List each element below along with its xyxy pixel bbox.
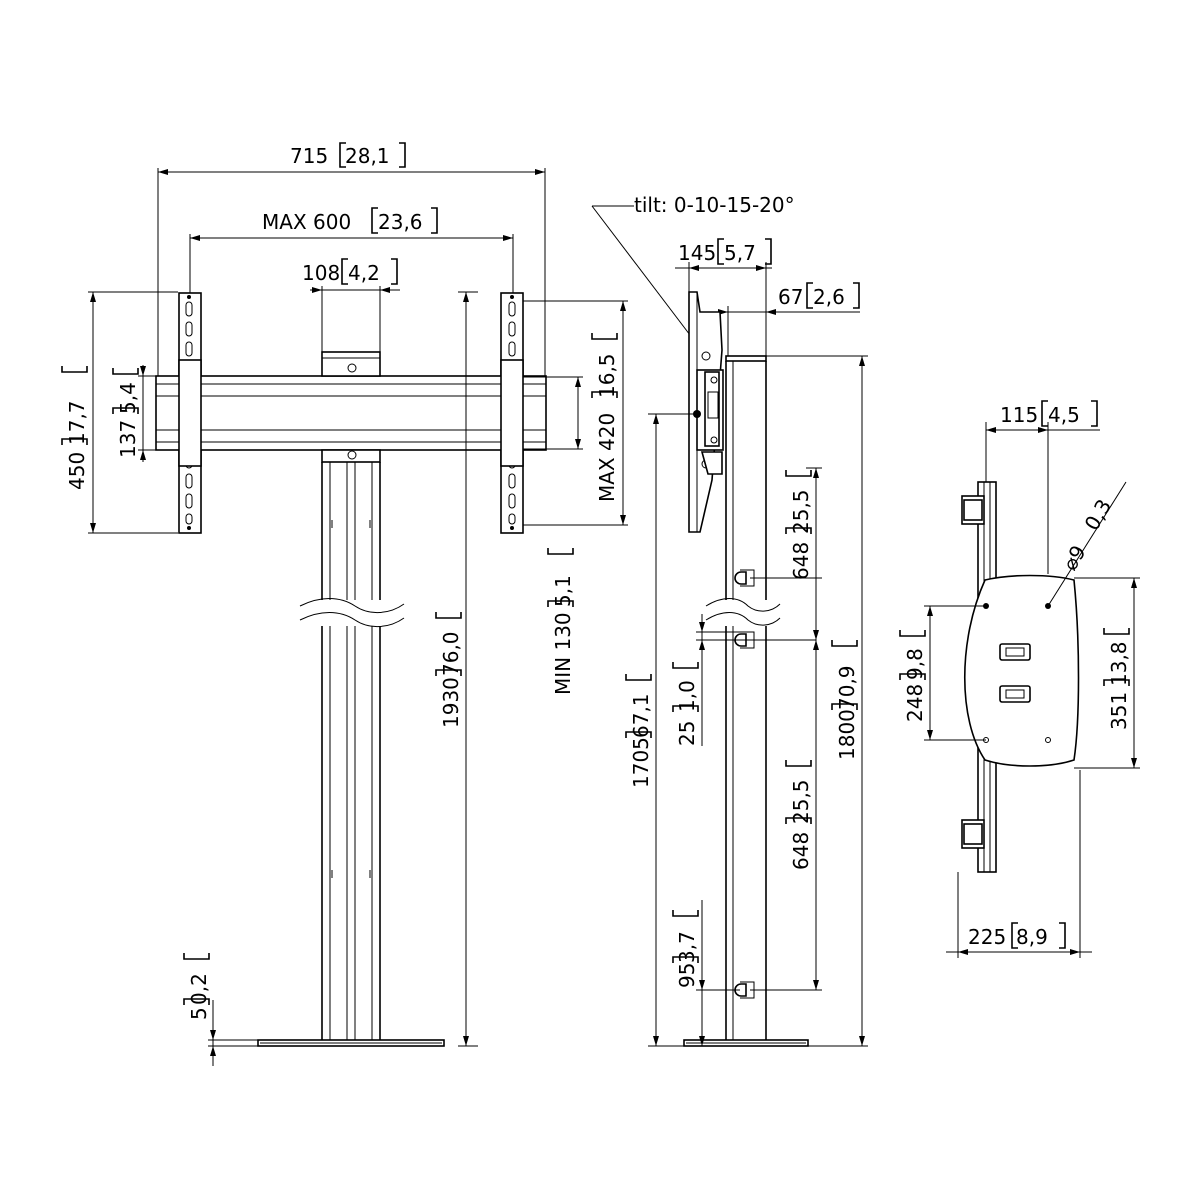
tilt-text: tilt: 0-10-15-20° bbox=[634, 193, 795, 217]
dim-plate-hole-height-inch: 9,8 bbox=[903, 648, 927, 680]
dim-gap: 25 1,0 bbox=[672, 614, 816, 746]
top-clamp bbox=[321, 351, 381, 463]
dim-gap-value: 25 bbox=[675, 721, 699, 746]
dim-max-height-inch: 16,5 bbox=[595, 353, 619, 398]
dim-total-height: 1930 76,0 bbox=[435, 291, 478, 1047]
dim-center-height: 1705 67,1 bbox=[625, 413, 697, 1047]
dim-lower-hole-spacing-value: 648 bbox=[789, 832, 813, 870]
dim-height-inch: 17,7 bbox=[65, 400, 89, 445]
dim-depth-value: 145 bbox=[678, 241, 716, 265]
mount-plate bbox=[963, 574, 1080, 767]
dim-lower-hole-spacing-inch: 25,5 bbox=[789, 779, 813, 824]
tilted-mount-panel bbox=[688, 291, 724, 533]
dim-base-thickness-value: 5 bbox=[187, 1007, 211, 1020]
dim-center-width-value: 108 bbox=[302, 261, 340, 285]
dim-center-height-inch: 67,1 bbox=[629, 693, 653, 738]
dim-rail-height-value: 137 bbox=[116, 420, 140, 458]
dim-hole-spacing-inch: 4,5 bbox=[1048, 403, 1080, 427]
dim-plate-height: 351 13,8 bbox=[1074, 577, 1140, 769]
dim-min-height: MIN 130 5,1 bbox=[523, 376, 583, 695]
side-view: tilt: 0-10-15-20° 145 5,7 67 2,6 bbox=[591, 193, 868, 1047]
front-view: 715 28,1 MAX 600 23,6 108 4,2 bbox=[61, 142, 628, 1066]
dim-offset-value: 67 bbox=[778, 285, 803, 309]
side-column bbox=[705, 355, 781, 1040]
dim-plate-width-value: 225 bbox=[968, 925, 1006, 949]
dim-overall-width: 715 28,1 bbox=[157, 142, 546, 382]
dim-hole-spacing-value: 115 bbox=[1000, 403, 1038, 427]
dim-rail-height-inch: 5,4 bbox=[116, 382, 140, 414]
dim-bottom-hole-value: 95 bbox=[675, 963, 699, 988]
dim-total-height-value: 1930 bbox=[439, 677, 463, 728]
dim-center-width: 108 4,2 bbox=[302, 258, 400, 352]
dim-plate-height-value: 351 bbox=[1107, 692, 1131, 730]
tilt-label: tilt: 0-10-15-20° bbox=[591, 193, 795, 336]
dim-column-height: 1800 70,9 bbox=[766, 355, 868, 1047]
dim-depth-inch: 5,7 bbox=[724, 241, 756, 265]
dim-offset-inch: 2,6 bbox=[813, 285, 845, 309]
front-column bbox=[299, 462, 405, 1040]
dim-hole-spacing: 115 4,5 bbox=[985, 400, 1100, 574]
dim-rail-height: 137 5,4 bbox=[112, 365, 178, 462]
dim-lower-hole-spacing: 648 25,5 bbox=[750, 640, 822, 991]
dim-plate-height-inch: 13,8 bbox=[1107, 641, 1131, 686]
dim-base-thickness: 5 0,2 bbox=[183, 953, 258, 1066]
dim-max-width: MAX 600 23,6 bbox=[189, 207, 514, 295]
front-base bbox=[257, 1039, 445, 1047]
dim-hole-diameter-inch: 0,3 bbox=[1080, 495, 1117, 535]
dim-center-width-inch: 4,2 bbox=[348, 261, 380, 285]
dim-center-height-value: 1705 bbox=[629, 737, 653, 788]
dim-overall-width-inch: 28,1 bbox=[345, 144, 390, 168]
dim-min-height-value: MIN 130 bbox=[551, 612, 575, 695]
dim-max-width-value: MAX 600 bbox=[262, 210, 351, 234]
dim-upper-hole-spacing: 648 25,5 bbox=[750, 467, 822, 640]
dim-plate-hole-height-value: 248 bbox=[903, 684, 927, 722]
dim-depth: 145 5,7 bbox=[675, 238, 772, 356]
dim-plate-width: 225 8,9 bbox=[946, 770, 1092, 958]
dim-column-height-value: 1800 bbox=[835, 709, 859, 760]
dim-min-height-inch: 5,1 bbox=[551, 575, 575, 607]
dim-max-height-value: MAX 420 bbox=[595, 413, 619, 502]
dim-hole-diameter: ⌀9 0,3 bbox=[1047, 481, 1127, 607]
dim-plate-hole-height: 248 9,8 bbox=[899, 605, 986, 741]
side-base bbox=[683, 1039, 809, 1047]
dim-overall-width-value: 715 bbox=[290, 144, 328, 168]
dim-height-value: 450 bbox=[65, 452, 89, 490]
dim-gap-inch: 1,0 bbox=[675, 680, 699, 712]
dim-column-height-inch: 70,9 bbox=[835, 665, 859, 710]
dim-total-height-inch: 76,0 bbox=[439, 631, 463, 676]
dim-max-width-inch: 23,6 bbox=[378, 210, 423, 234]
dim-max-height: MAX 420 16,5 bbox=[523, 300, 628, 526]
dim-upper-hole-spacing-value: 648 bbox=[789, 542, 813, 580]
horizontal-rail bbox=[155, 359, 547, 467]
dim-upper-hole-spacing-inch: 25,5 bbox=[789, 489, 813, 534]
dim-height: 450 17,7 bbox=[61, 291, 178, 534]
dim-offset: 67 2,6 bbox=[712, 282, 860, 356]
plate-view: 115 4,5 ⌀9 0,3 248 9,8 bbox=[899, 400, 1140, 958]
dim-bottom-hole-inch: 3,7 bbox=[675, 931, 699, 963]
dim-base-thickness-inch: 0,2 bbox=[187, 973, 211, 1005]
dim-plate-width-inch: 8,9 bbox=[1016, 925, 1048, 949]
dim-bottom-hole: 95 3,7 bbox=[672, 900, 740, 1047]
